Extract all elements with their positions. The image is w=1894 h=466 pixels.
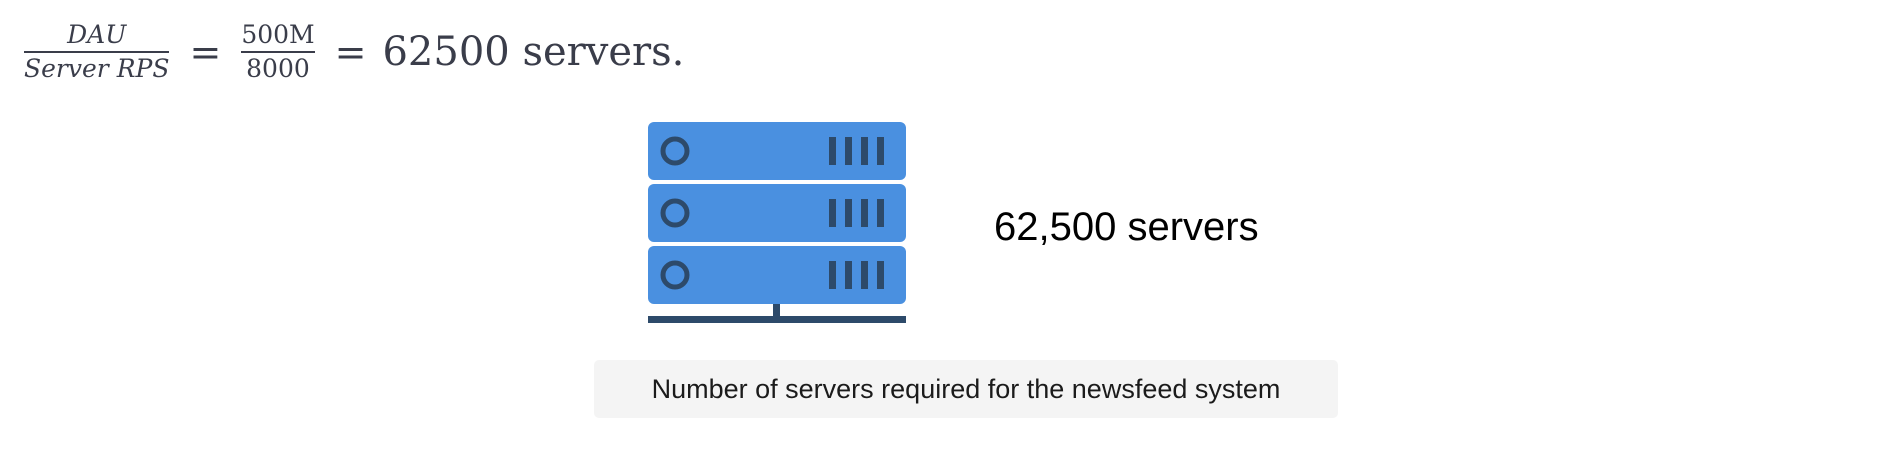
vent-slot <box>829 137 836 165</box>
vent-slot <box>877 137 884 165</box>
vent-slot <box>861 199 868 227</box>
server-unit-body <box>648 246 906 304</box>
fraction-denominator: Server RPS <box>24 53 170 83</box>
equals-sign: = <box>334 30 367 74</box>
fraction-denominator: 8000 <box>246 53 310 83</box>
fraction-dau-over-server-rps: DAU Server RPS <box>24 20 170 83</box>
vent-slot <box>829 261 836 289</box>
vent-slot <box>829 199 836 227</box>
vent-slot <box>845 137 852 165</box>
power-light-icon <box>660 136 690 166</box>
vent-slot <box>877 261 884 289</box>
server-unit-body <box>648 122 906 180</box>
vent-slot <box>877 199 884 227</box>
server-stand-base <box>648 316 906 323</box>
fraction-bar <box>241 51 315 53</box>
server-unit <box>648 246 906 304</box>
server-count-label: 62,500 servers <box>994 205 1259 249</box>
power-light-icon <box>660 260 690 290</box>
fraction-bar <box>24 51 170 53</box>
server-unit <box>648 122 906 180</box>
server-unit <box>648 184 906 242</box>
vent-slot <box>845 199 852 227</box>
figure-caption: Number of servers required for the newsf… <box>594 360 1338 418</box>
fraction-numerator: DAU <box>67 20 127 50</box>
formula-result: 62500 servers. <box>382 29 685 75</box>
server-rack-icon <box>648 122 906 323</box>
vent-slot <box>861 137 868 165</box>
server-unit-body <box>648 184 906 242</box>
fraction-numerator: 500M <box>241 20 315 50</box>
formula: DAU Server RPS = 500M 8000 = 62500 serve… <box>20 20 684 84</box>
equals-sign: = <box>189 30 222 74</box>
power-light-icon <box>660 198 690 228</box>
vent-slot <box>845 261 852 289</box>
vent-slot <box>861 261 868 289</box>
server-stand-pole <box>773 304 780 318</box>
fraction-500m-over-8000: 500M 8000 <box>241 20 315 83</box>
